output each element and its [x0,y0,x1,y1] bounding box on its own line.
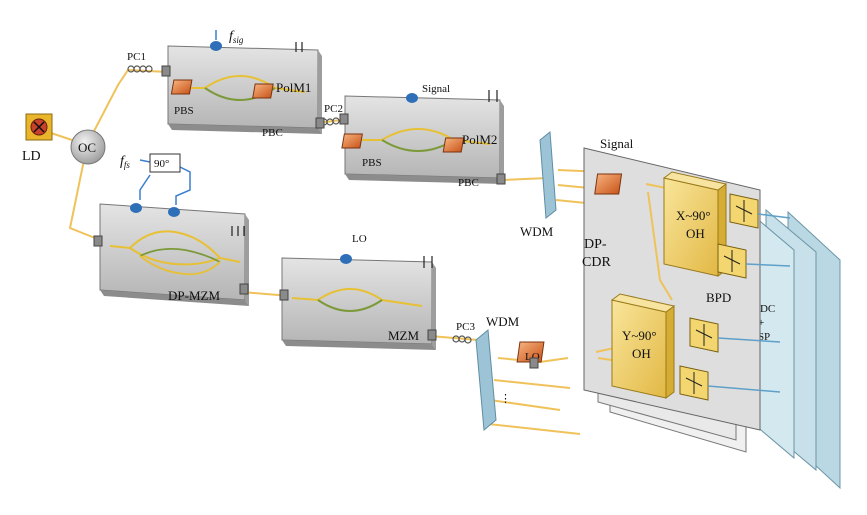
pbs1-label: PBS [174,105,194,117]
wdm2-label: WDM [486,314,520,329]
signal-top-label: Signal [422,83,450,95]
bpd-1 [729,193,759,229]
wdm2-dots: ⋮ [500,393,511,405]
x-oh-label-1: X~90° [676,208,711,223]
pc3-label: PC3 [456,321,475,333]
polm2-block [341,90,504,184]
fiber-oc-pc1 [91,68,169,136]
bpd-label: BPD [706,290,731,305]
ld-label: LD [22,149,41,164]
pc1-coil [127,65,153,73]
phase-90-label: 90° [154,158,169,170]
x-optical-hybrid [662,171,728,277]
fiber-polm2-wdm [501,177,549,181]
phase-shifter-box [149,153,181,173]
polm1-electrode [210,30,222,51]
signal-cdr-label: Signal [600,136,634,151]
f-fs-label: ffs [120,154,130,170]
cdr-lo-splitter [516,341,545,363]
dpmzm-electrode-a [130,203,142,213]
fiber-fs-split [139,159,191,205]
y-oh-label-1: Y~90° [622,328,657,343]
dpmzm-electrode-b [168,207,180,217]
bpd-2 [717,243,747,279]
fiber-mzm-wdm [429,335,479,341]
oc-label: OC [78,140,96,155]
wdm2-block [475,329,497,431]
adc-plus-label: + [758,317,764,329]
lo-top-label: LO [352,233,367,245]
optical-coupler [70,129,106,165]
bpd-3 [689,317,719,353]
polm2-label: PolM2 [462,132,497,147]
y-oh-label-2: OH [632,346,651,361]
fiber-connectors [93,65,539,369]
dpmzm-label: DP-MZM [168,288,220,303]
fiber-wdm2-out-c [487,423,581,435]
mzm-label: MZM [388,328,420,343]
y-optical-hybrid [610,293,676,399]
wdm1-block [539,131,557,219]
polm1-label: PolM1 [276,80,311,95]
pc1-label: PC1 [127,51,146,63]
mzm-electrode [340,254,352,264]
bpd-4 [679,365,709,401]
cdr-signal-splitter [594,173,623,195]
x-oh-label-2: OH [686,226,705,241]
pc2-label: PC2 [324,103,343,115]
bpd-outputs [707,213,791,393]
pc3-coil [452,335,472,344]
fiber-wdm2-out-b [489,399,561,411]
dpmzm-block [99,203,249,306]
polm1-block [167,42,322,134]
mzm-block [281,256,436,350]
fiber-wdm2-out-a [493,379,571,389]
pbc1-label: PBC [262,127,283,139]
fiber-links [47,68,625,435]
pbc2-label: PBC [458,177,479,189]
dpcdr-label-2: CDR [582,255,611,270]
fiber-oc-dpmzm [68,159,101,241]
polm2-electrode [406,93,418,103]
laser-diode [25,113,53,141]
f-sig-label: fsig [229,29,244,45]
pbs2-label: PBS [362,157,382,169]
wdm1-label: WDM [520,224,554,239]
dpcdr-label-1: DP- [584,237,607,252]
